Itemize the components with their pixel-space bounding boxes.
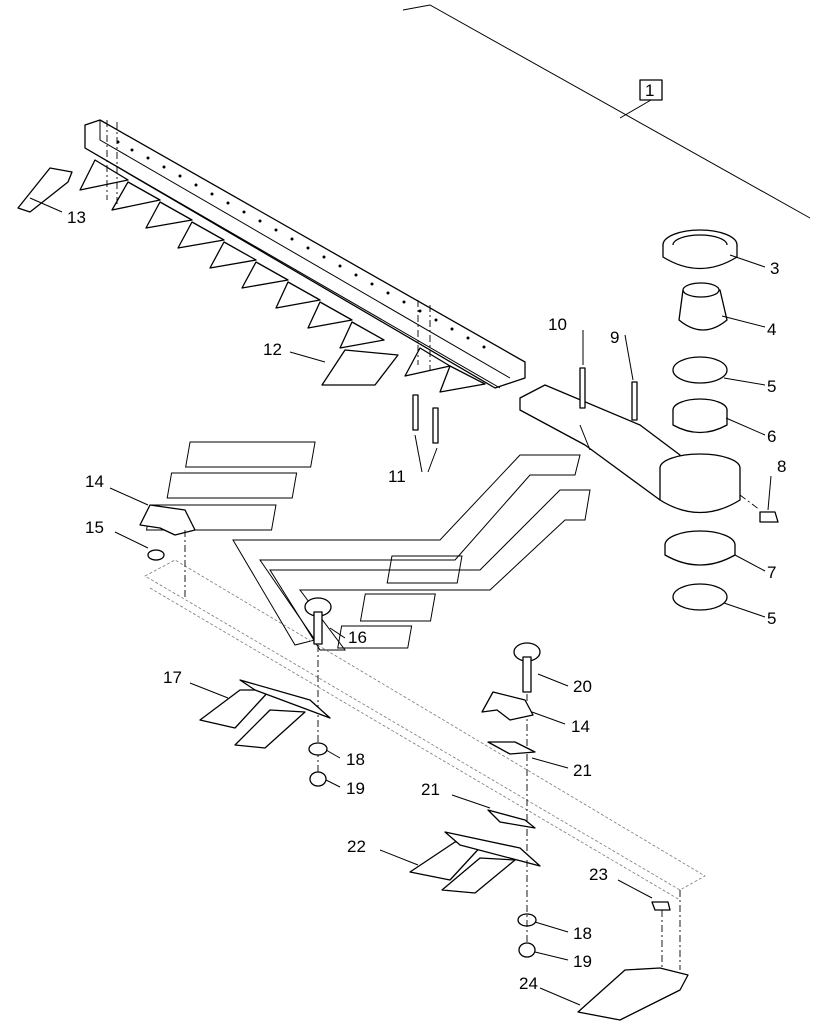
nut-19b bbox=[518, 942, 536, 958]
guard-24 bbox=[577, 967, 689, 1021]
callout-18b: 18 bbox=[573, 924, 592, 943]
knife-bar bbox=[79, 119, 526, 393]
rivets-11 bbox=[412, 394, 439, 473]
callout-10: 10 bbox=[548, 315, 567, 334]
callout-16: 16 bbox=[348, 628, 367, 647]
callout-4: 4 bbox=[767, 320, 776, 339]
clip-23 bbox=[651, 901, 671, 911]
bearing-stack bbox=[659, 229, 779, 618]
nut-19a bbox=[309, 771, 327, 787]
callout-19b: 19 bbox=[573, 952, 592, 971]
bolt-20 bbox=[513, 642, 569, 860]
callout-22: 22 bbox=[347, 837, 366, 856]
clip-14b bbox=[481, 691, 534, 721]
callout-14a: 14 bbox=[85, 472, 104, 491]
callout-8: 8 bbox=[777, 457, 786, 476]
shim-21b bbox=[487, 809, 536, 829]
shim-21a bbox=[487, 741, 536, 755]
callout-1: 1 bbox=[645, 81, 654, 100]
callout-19a: 19 bbox=[346, 779, 365, 798]
watermark-logo bbox=[145, 441, 591, 651]
washer-18a bbox=[308, 742, 328, 756]
callout-15: 15 bbox=[85, 518, 104, 537]
callout-6: 6 bbox=[767, 427, 776, 446]
guard-22 bbox=[379, 831, 541, 894]
callout-17: 17 bbox=[163, 668, 182, 687]
callout-labels: 1 3 4 5 6 7 5 8 9 10 11 12 13 14 15 16 1… bbox=[67, 81, 786, 993]
callout-14b: 14 bbox=[571, 717, 590, 736]
callout-5b: 5 bbox=[767, 609, 776, 628]
callout-24: 24 bbox=[519, 974, 538, 993]
bolt-9 bbox=[631, 381, 638, 421]
washer-15 bbox=[147, 549, 165, 561]
bolt-16 bbox=[304, 597, 346, 780]
section-12 bbox=[321, 349, 399, 386]
callout-11: 11 bbox=[388, 467, 406, 486]
callout-13: 13 bbox=[67, 208, 86, 227]
callout-20: 20 bbox=[573, 677, 592, 696]
bolt-10 bbox=[579, 367, 586, 409]
callout-5a: 5 bbox=[767, 377, 776, 396]
callout-21a: 21 bbox=[573, 761, 592, 780]
guard-bar bbox=[144, 559, 706, 901]
callout-12: 12 bbox=[263, 340, 282, 359]
clip-14a bbox=[139, 504, 196, 536]
callout-7: 7 bbox=[767, 563, 776, 582]
callout-23: 23 bbox=[589, 865, 608, 884]
callout-3: 3 bbox=[770, 259, 779, 278]
section-13 bbox=[17, 167, 73, 213]
callout-21b: 21 bbox=[421, 780, 440, 799]
callout-18a: 18 bbox=[346, 750, 365, 769]
guard-17 bbox=[189, 679, 331, 749]
callout-9: 9 bbox=[610, 328, 619, 347]
